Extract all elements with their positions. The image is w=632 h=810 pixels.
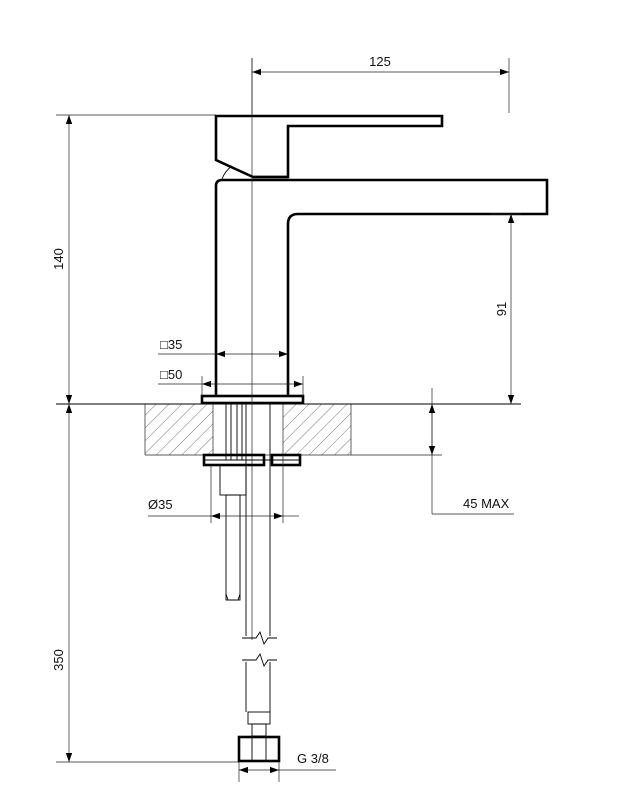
dim-g38-label: G 3/8 — [297, 751, 329, 766]
dim-91-label: 91 — [494, 302, 509, 316]
dim-square35-label: □35 — [160, 337, 182, 352]
flexible-hose — [237, 404, 281, 763]
dim-140-label: 140 — [51, 248, 66, 270]
countertop-section — [56, 403, 521, 456]
dim-square50-label: □50 — [160, 367, 182, 382]
fixing-assembly — [202, 403, 302, 601]
faucet-body — [200, 178, 549, 405]
dim-125-label: 125 — [369, 54, 391, 69]
dim-350-label: 350 — [51, 649, 66, 671]
handle-lever — [214, 114, 444, 180]
dim-45max-label: 45 MAX — [463, 496, 510, 511]
dimension-lines — [65, 68, 515, 774]
dim-diam35-label: Ø35 — [148, 497, 173, 512]
